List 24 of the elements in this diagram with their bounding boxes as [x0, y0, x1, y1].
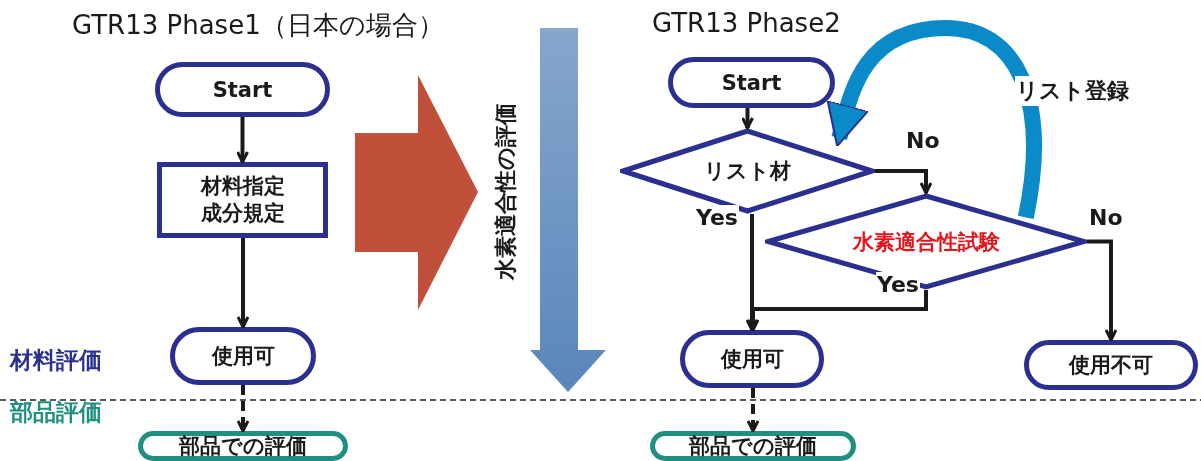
terminal-box: Start — [155, 62, 330, 117]
arrow — [745, 214, 759, 332]
terminal-box: 使用可 — [680, 330, 824, 388]
arrow — [746, 290, 928, 332]
curved-arrow — [826, 20, 1042, 219]
arrow — [1087, 239, 1118, 342]
section-label: 材料評価 — [10, 346, 102, 375]
heading: GTR13 Phase1（日本の場合） — [72, 9, 444, 42]
terminal-box: 使用可 — [170, 327, 316, 385]
terminal-box: Start — [668, 57, 835, 108]
arrow — [236, 117, 249, 164]
terminal-box: 使用不可 — [1024, 340, 1198, 390]
terminal-box: 部品での評価 — [138, 431, 348, 461]
arrow — [236, 238, 250, 329]
terminal-box: 部品での評価 — [650, 431, 856, 461]
arrow — [746, 388, 760, 433]
edge-label: リスト登録 — [1015, 76, 1130, 106]
process-box: 材料指定成分規定 — [157, 162, 328, 238]
arrow — [236, 385, 250, 433]
arrow — [741, 108, 754, 130]
side-label: 水素適合性の評価 — [492, 101, 519, 283]
heading: GTR13 Phase2 — [652, 8, 841, 38]
arrow — [875, 169, 933, 195]
section-label: 部品評価 — [10, 398, 102, 427]
